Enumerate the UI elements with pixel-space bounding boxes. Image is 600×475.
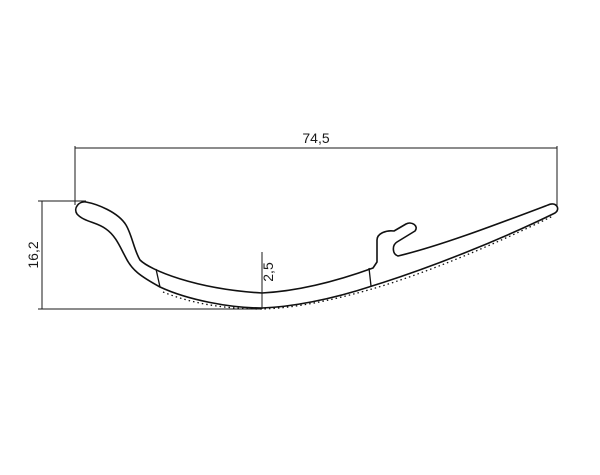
profile-outline [74,201,559,309]
joint-line-right [368,267,372,287]
height-dimension: 16,2 [25,200,262,310]
thickness-dimension: 2,5 [260,252,276,309]
width-dimension: 74,5 [74,130,558,212]
thickness-dimension-label: 2,5 [260,262,276,282]
joint-line-left [155,268,161,288]
width-dimension-label: 74,5 [302,130,329,146]
height-dimension-label: 16,2 [25,241,41,268]
